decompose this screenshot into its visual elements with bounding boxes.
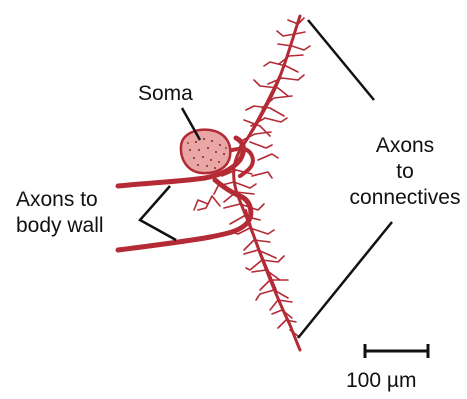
connectives-leader-upper xyxy=(308,20,374,100)
connectives-leader-lower xyxy=(298,222,392,338)
connectives-label-line-3: connectives xyxy=(346,185,464,211)
neuron-arbor xyxy=(118,16,310,350)
connectives-label-line-1: Axons xyxy=(346,133,464,159)
soma-cell-body xyxy=(181,130,230,173)
main-trunk xyxy=(234,16,300,350)
body-wall-label: Axons to body wall xyxy=(16,187,104,239)
trunk-lower-inner xyxy=(246,210,276,290)
axon-lower xyxy=(118,180,251,250)
connectives-label: Axons to connectives xyxy=(346,133,464,211)
soma-label: Soma xyxy=(138,81,193,107)
scale-bar-label: 100 µm xyxy=(346,368,416,394)
body-wall-label-line-1: Axons to xyxy=(16,187,104,213)
scale-bar xyxy=(365,344,428,358)
body-wall-leader xyxy=(140,186,176,240)
body-wall-label-line-2: body wall xyxy=(16,213,104,239)
connectives-label-line-2: to xyxy=(346,159,464,185)
